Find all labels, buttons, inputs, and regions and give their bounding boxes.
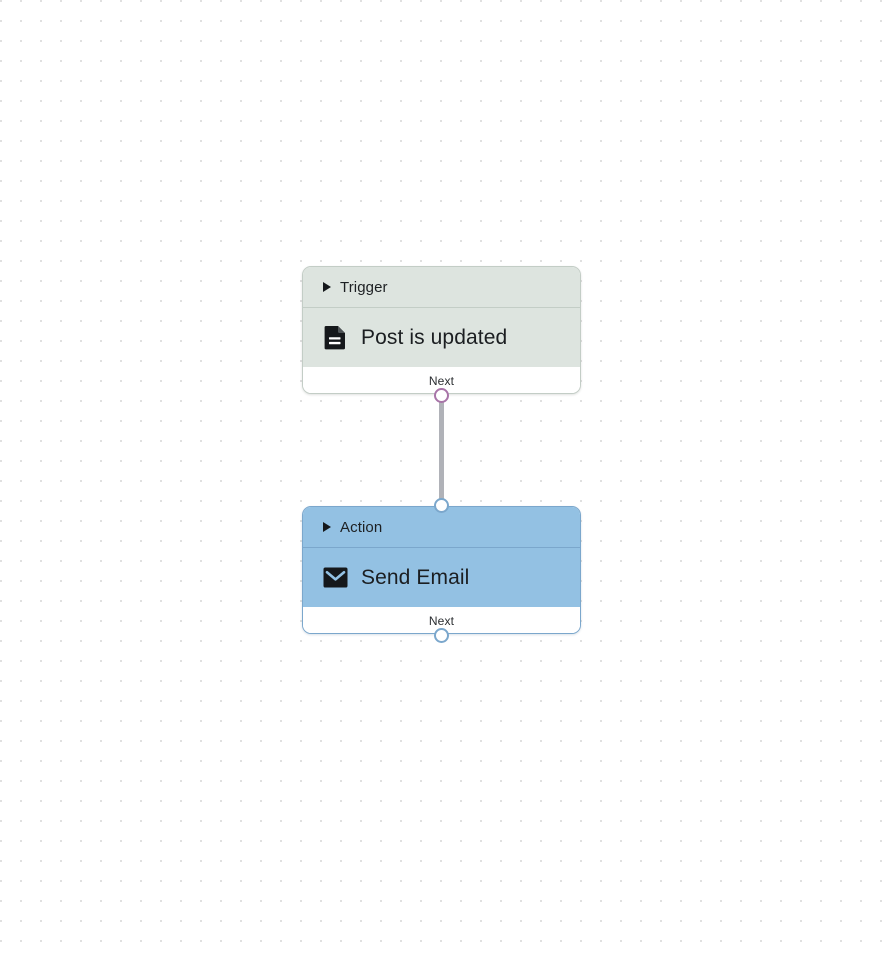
node-trigger-footer-label: Next — [428, 373, 455, 388]
port-action-output[interactable] — [434, 628, 449, 643]
node-action-body[interactable]: Send Email — [303, 548, 580, 607]
node-action-header[interactable]: Action — [303, 507, 580, 548]
node-action-footer-label: Next — [428, 613, 455, 628]
node-action-title: Send Email — [361, 565, 470, 589]
envelope-icon — [322, 564, 349, 591]
node-trigger-header-label: Trigger — [340, 278, 388, 296]
node-action-footer: Next — [303, 607, 580, 633]
document-icon — [322, 324, 349, 351]
node-trigger-header[interactable]: Trigger — [303, 267, 580, 308]
triangle-right-icon[interactable] — [323, 282, 331, 292]
triangle-right-icon[interactable] — [323, 522, 331, 532]
node-trigger[interactable]: Trigger Post is updated Next — [302, 266, 581, 394]
node-action-header-label: Action — [340, 518, 383, 536]
node-trigger-body[interactable]: Post is updated — [303, 308, 580, 367]
port-action-input[interactable] — [434, 498, 449, 513]
node-trigger-footer: Next — [303, 367, 580, 393]
node-trigger-title: Post is updated — [361, 325, 508, 349]
port-trigger-output[interactable] — [434, 388, 449, 403]
node-action[interactable]: Action Send Email Next — [302, 506, 581, 634]
